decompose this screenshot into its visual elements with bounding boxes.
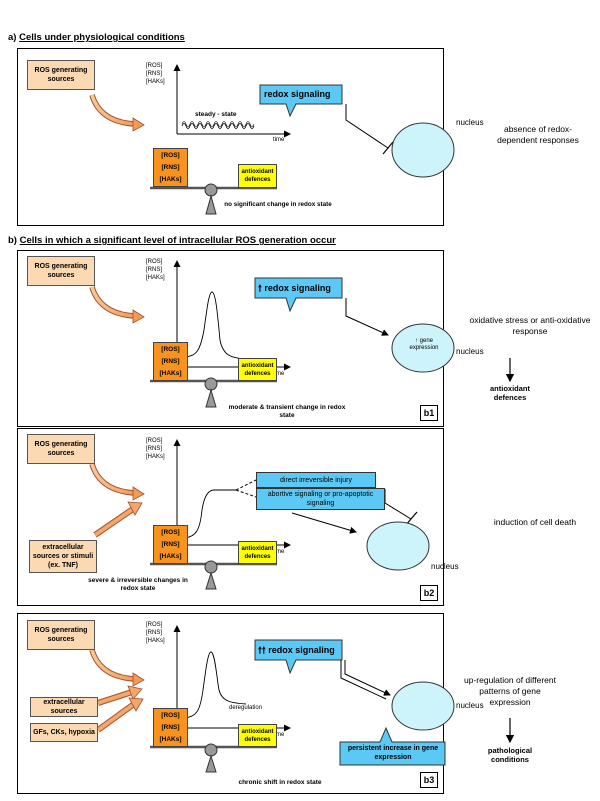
redox-signaling-label-b3: 🠕🠕 redox signaling (258, 645, 335, 655)
redox-signaling-bubble-a (259, 84, 343, 118)
heading-b: b) Cells in which a significant level of… (8, 235, 336, 246)
up-arrow-icon: 🠕 (258, 283, 262, 293)
right-bold-b3: pathological conditions (487, 746, 533, 764)
persistent-bubble (339, 726, 446, 766)
note-b2: severe & irreversible changes in redox s… (88, 577, 188, 592)
double-up-arrow-icon: 🠕🠕 (258, 645, 266, 655)
deregulated-curve (183, 651, 247, 719)
note-b3: chronic shift in redox state (238, 779, 322, 786)
gfs-box-b3: GFs, CKs, hypoxia (30, 723, 98, 742)
nucleus-label-b2: nucleus (431, 562, 459, 571)
nucleus-b1 (391, 323, 455, 373)
nucleus-b3 (391, 681, 455, 731)
ros-stack-b2: [ROS][RNS][HAKs] (153, 525, 188, 564)
deregulation-label: deregulation (229, 705, 263, 711)
antioxidant-box-b1: antioxidant defences (238, 358, 277, 381)
right-text-b2: induction of cell death (493, 517, 577, 527)
extracellular-box-b2: extracellular sources or stimuli (ex. TN… (29, 540, 97, 573)
note-b1: moderate & transient change in redox sta… (228, 404, 346, 419)
right-bold-b1: antioxidant defences (489, 384, 530, 402)
nucleus-label-a: nucleus (456, 118, 484, 127)
ros-sources-box-a: ROS generating sources (27, 60, 95, 90)
direct-injury-box: direct irreversible injury (256, 472, 376, 488)
nucleus-a (391, 122, 455, 178)
time-label-b3: time (273, 732, 285, 738)
sustained-rise-curve (183, 489, 236, 539)
persistent-label: persistent increase in gene expression (347, 745, 439, 761)
time-label-a: time (273, 137, 285, 143)
nucleus-b2 (366, 521, 430, 571)
redox-signaling-bubble-b1 (254, 277, 343, 313)
abortive-signaling-box: abortive signaling or pro-apoptotic sign… (256, 488, 385, 510)
tag-b3: b3 (420, 772, 438, 788)
ros-stack-b3: [ROS][RNS][HAKs] (153, 708, 188, 747)
steady-state-label: steady - state (195, 111, 237, 118)
extracellular-box-b3: extracellular sources (30, 697, 98, 717)
up-arrow-icon: ↑ (414, 338, 418, 344)
steady-state-wave (181, 123, 255, 129)
y-labels-a: [ROS][RNS][HAKs] (146, 63, 165, 85)
redox-signaling-label-b1: 🠕 redox signaling (258, 283, 331, 293)
ros-sources-box-b2: ROS generating sources (27, 434, 95, 464)
redox-signaling-bubble-b3 (254, 639, 343, 675)
y-labels-b3: [ROS][RNS][HAKs] (146, 622, 165, 644)
tag-b1: b1 (420, 405, 438, 421)
time-label-b1: time (273, 371, 285, 377)
right-text-b3: up-regulation of different patterns of g… (464, 675, 556, 707)
ros-stack-a: [ROS][RNS][HAKs] (153, 148, 188, 187)
right-text-b1: oxidative stress or anti-oxidative respo… (469, 315, 591, 336)
nucleus-label-b3: nucleus (456, 701, 484, 710)
y-labels-b2: [ROS][RNS][HAKs] (146, 438, 165, 460)
antioxidant-box-a: antioxidant defences (238, 164, 277, 188)
ros-stack-b1: [ROS][RNS][HAKs] (153, 342, 188, 381)
heading-a: a) Cells under physiological conditions (8, 32, 185, 43)
y-labels-b1: [ROS][RNS][HAKs] (146, 259, 165, 281)
ros-sources-box-b1: ROS generating sources (27, 256, 95, 286)
time-label-b2: time (273, 549, 285, 555)
gene-expression-label-b1: ↑ gene expression (409, 338, 439, 351)
transient-peak-curve (183, 291, 246, 360)
antioxidant-box-b3: antioxidant defences (238, 724, 277, 747)
nucleus-label-b1: nucleus (456, 347, 484, 356)
ros-sources-box-b3: ROS generating sources (27, 620, 95, 650)
tag-b2: b2 (420, 585, 438, 601)
antioxidant-box-b2: antioxidant defences (238, 541, 277, 564)
note-a: no significant change in redox state (224, 201, 332, 208)
right-text-a: absence of redox-dependent responses (497, 124, 579, 145)
redox-signaling-label-a: redox signaling (264, 89, 331, 99)
